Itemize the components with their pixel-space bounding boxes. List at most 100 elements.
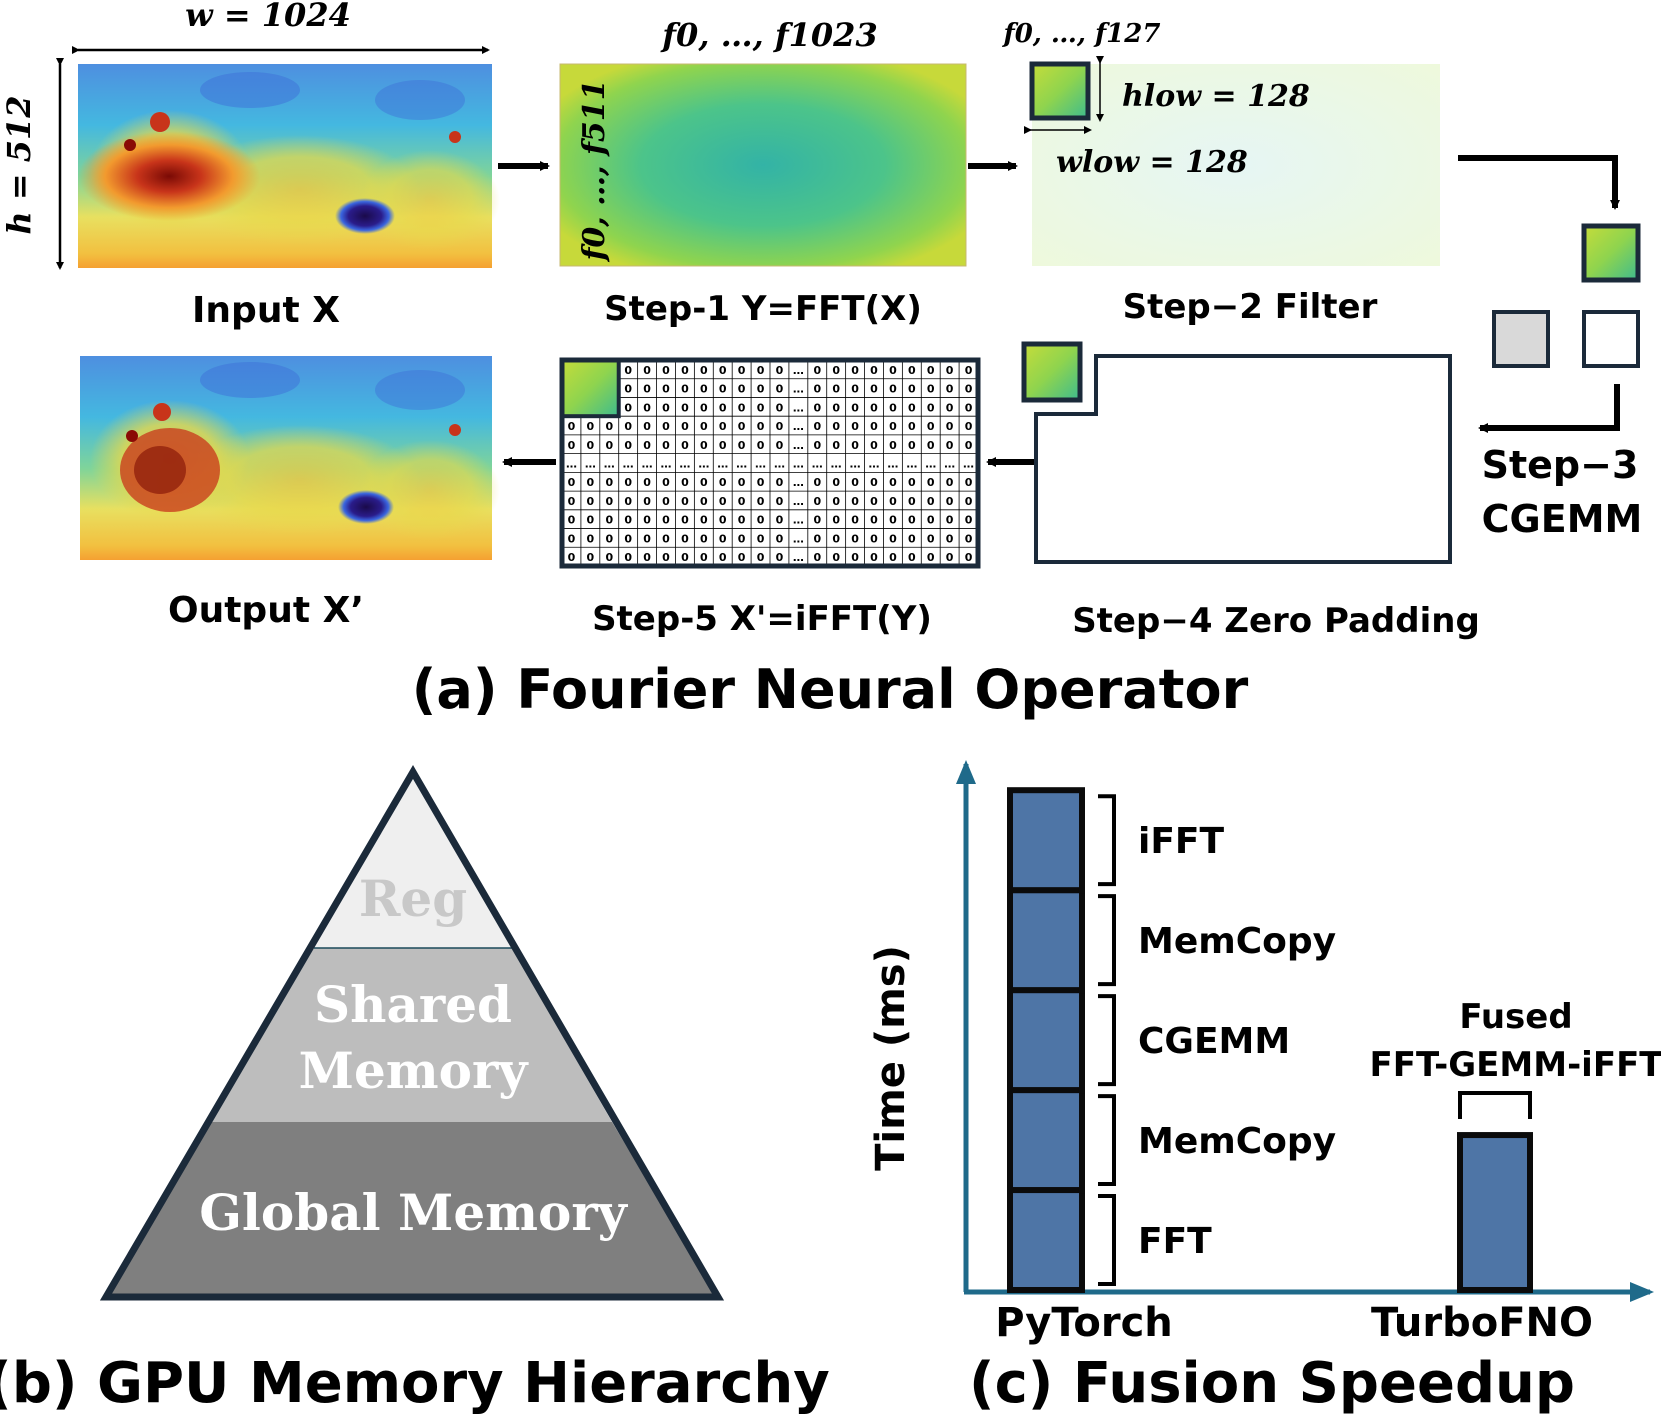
zero-cell: 0 xyxy=(700,532,708,545)
zero-cell: 0 xyxy=(662,495,670,508)
zero-cell: 0 xyxy=(757,383,765,396)
zero-cell: … xyxy=(642,457,653,470)
zero-cell: 0 xyxy=(681,476,689,489)
zero-cell: 0 xyxy=(776,383,784,396)
zero-cell: 0 xyxy=(946,495,954,508)
zero-cell: 0 xyxy=(643,364,651,377)
zero-cell: 0 xyxy=(605,532,613,545)
zero-cell: 0 xyxy=(851,514,859,527)
zero-cell: 0 xyxy=(587,439,595,452)
zero-cell: 0 xyxy=(587,514,595,527)
zero-cell: 0 xyxy=(719,364,727,377)
zero-cell: 0 xyxy=(700,551,708,564)
zero-cell: 0 xyxy=(889,364,897,377)
segment-label: iFFT xyxy=(1138,821,1225,862)
zero-cell: 0 xyxy=(757,476,765,489)
zero-cell: 0 xyxy=(776,532,784,545)
output-label: Output X’ xyxy=(168,590,364,631)
cgemm-input-tile xyxy=(1581,223,1641,283)
zero-cell: 0 xyxy=(568,476,576,489)
arrow-step3-to-step4 xyxy=(1478,384,1620,433)
bar-segment-ifft xyxy=(1007,787,1085,894)
segment-bracket xyxy=(1098,794,1116,887)
zero-cell: 0 xyxy=(870,532,878,545)
zero-cell: 0 xyxy=(643,514,651,527)
height-label: h = 512 xyxy=(0,95,38,234)
zero-cell: 0 xyxy=(624,439,632,452)
zero-cell: 0 xyxy=(643,551,651,564)
zero-cell: 0 xyxy=(832,532,840,545)
zero-cell: 0 xyxy=(908,476,916,489)
zero-cell: 0 xyxy=(776,364,784,377)
zero-cell: 0 xyxy=(624,383,632,396)
zero-cell: 0 xyxy=(851,364,859,377)
zero-cell: 0 xyxy=(738,532,746,545)
segment-label: FFT xyxy=(1138,1221,1212,1262)
zero-cell: 0 xyxy=(832,476,840,489)
zero-cell: 0 xyxy=(851,420,859,433)
zero-pad-tile xyxy=(1021,341,1083,403)
zero-cell: 0 xyxy=(568,495,576,508)
segment-label: MemCopy xyxy=(1138,1121,1336,1162)
zero-cell: 0 xyxy=(813,551,821,564)
zero-cell: 0 xyxy=(851,401,859,414)
zero-cell: 0 xyxy=(927,420,935,433)
zero-cell: 0 xyxy=(870,420,878,433)
zero-cell: 0 xyxy=(719,401,727,414)
zero-cell: 0 xyxy=(889,439,897,452)
zero-cell: 0 xyxy=(568,420,576,433)
zero-cell: 0 xyxy=(738,364,746,377)
zero-cell: 0 xyxy=(776,420,784,433)
zero-cell: 0 xyxy=(908,495,916,508)
segment-bracket xyxy=(1098,1094,1116,1187)
step1-top-label: f0, …, f1023 xyxy=(660,16,877,54)
zero-cell: 0 xyxy=(908,514,916,527)
zero-cell: 0 xyxy=(738,514,746,527)
cgemm-weight-tile xyxy=(1492,310,1550,368)
zero-cell: … xyxy=(585,457,596,470)
bar-segment-cgemm xyxy=(1007,987,1085,1094)
zero-cell: 0 xyxy=(643,476,651,489)
zero-cell: 0 xyxy=(643,532,651,545)
zero-cell: 0 xyxy=(624,401,632,414)
zero-cell: 0 xyxy=(568,532,576,545)
reg-tier xyxy=(314,774,512,948)
zero-cell: … xyxy=(566,457,577,470)
zero-cell: 0 xyxy=(757,439,765,452)
zero-cell: 0 xyxy=(965,495,973,508)
input-label: Input X xyxy=(192,290,340,331)
zero-cell: … xyxy=(869,457,880,470)
fused-bracket xyxy=(1458,1091,1532,1120)
width-label: w = 1024 xyxy=(185,0,351,34)
zero-cell: 0 xyxy=(870,476,878,489)
zero-cell: 0 xyxy=(587,495,595,508)
zero-cell: 0 xyxy=(889,476,897,489)
zero-cell: 0 xyxy=(719,514,727,527)
zero-cell: 0 xyxy=(908,532,916,545)
step1-label: Step-1 Y=FFT(X) xyxy=(604,289,922,329)
zero-cell: 0 xyxy=(965,532,973,545)
zero-cell: 0 xyxy=(946,364,954,377)
zero-cell: 0 xyxy=(870,383,878,396)
step1-side-label: f0, …, f511 xyxy=(577,79,612,262)
zero-cell: 0 xyxy=(605,420,613,433)
zero-cell: 0 xyxy=(568,551,576,564)
zero-cell: … xyxy=(755,457,766,470)
zero-pad-frame xyxy=(1034,354,1452,564)
zero-cell: … xyxy=(887,457,898,470)
zero-cell: 0 xyxy=(700,364,708,377)
zero-cell: 0 xyxy=(870,551,878,564)
shared-memory-label-line2: Memory xyxy=(299,1041,530,1100)
zero-cell: 0 xyxy=(927,514,935,527)
zero-cell: … xyxy=(698,457,709,470)
zero-cell: 0 xyxy=(965,551,973,564)
zero-cell: 0 xyxy=(813,514,821,527)
turbofno-label: TurboFNO xyxy=(1371,1300,1593,1346)
zero-cell: 0 xyxy=(851,532,859,545)
zero-cell: 0 xyxy=(738,401,746,414)
pytorch-label: PyTorch xyxy=(995,1300,1173,1346)
zero-cell: … xyxy=(925,457,936,470)
output-heatmap xyxy=(80,356,500,560)
